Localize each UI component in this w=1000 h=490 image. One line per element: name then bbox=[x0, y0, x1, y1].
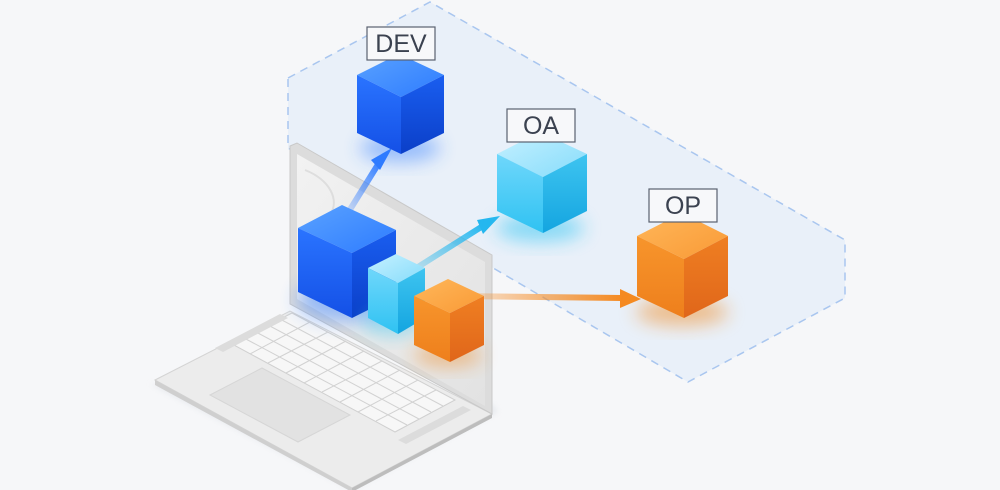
label-op-text: OP bbox=[665, 192, 701, 220]
arrow-to-oa bbox=[407, 216, 500, 275]
label-op: OP bbox=[648, 188, 718, 223]
cube-icon-laptop-orange bbox=[414, 279, 484, 367]
label-dev-text: DEV bbox=[375, 30, 427, 58]
laptop-trackpad bbox=[208, 367, 352, 443]
laptop-keyboard bbox=[215, 312, 471, 444]
cube-icon-op bbox=[636, 213, 728, 326]
label-oa-text: OA bbox=[523, 112, 559, 140]
label-dev: DEV bbox=[366, 26, 436, 61]
label-oa: OA bbox=[506, 108, 576, 143]
cube-icon-oa bbox=[496, 132, 587, 242]
cube-icon-dev bbox=[357, 54, 444, 162]
